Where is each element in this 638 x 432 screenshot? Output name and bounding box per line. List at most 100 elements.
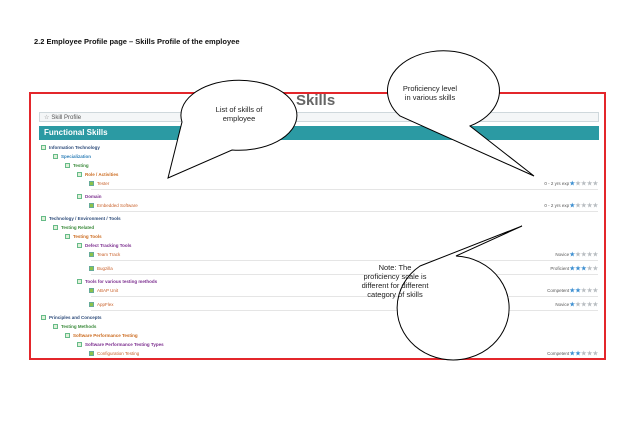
- collapse-box-icon: [53, 324, 58, 330]
- skill-profile-bar[interactable]: ☆Skill Profile: [39, 112, 599, 122]
- tree-node-spt-types[interactable]: Software Performance Testing Types: [77, 340, 164, 349]
- tree-node-specialization[interactable]: Specialization: [53, 152, 91, 161]
- star-empty-icon[interactable]: ★: [592, 265, 598, 273]
- star-empty-icon[interactable]: ★: [592, 301, 598, 309]
- tree-node-label: Principles and Concepts: [49, 315, 102, 320]
- collapse-box-icon: [77, 243, 82, 249]
- collapse-box-icon: [41, 216, 46, 222]
- collapse-box-icon: [41, 145, 46, 151]
- star-empty-icon[interactable]: ★: [574, 251, 581, 259]
- star-empty-icon[interactable]: ★: [586, 202, 593, 210]
- tree-leaf-label: ABAP Unit: [97, 288, 119, 293]
- star-filled-icon[interactable]: ★: [569, 180, 575, 188]
- row-divider: [91, 310, 598, 311]
- rating-bugzilla[interactable]: Proficient★★★★★: [550, 264, 598, 273]
- star-empty-icon[interactable]: ★: [580, 180, 587, 188]
- star-filled-icon[interactable]: ★: [569, 202, 575, 210]
- star-empty-icon[interactable]: ★: [574, 202, 581, 210]
- tree-node-label: Role / Activities: [85, 172, 119, 177]
- tree-leaf-tester[interactable]: Tester: [89, 179, 109, 188]
- rating-label: 0 - 2 yrs exp: [544, 203, 570, 208]
- tree-leaf-embedded-software[interactable]: Embedded Software: [89, 201, 138, 210]
- star-empty-icon[interactable]: ★: [586, 180, 593, 188]
- callout-proficiency-shape: [386, 50, 535, 177]
- collapse-box-icon: [65, 234, 70, 240]
- rating-label: Novice: [555, 302, 570, 307]
- tree-node-testing-related[interactable]: Testing Related: [53, 223, 94, 232]
- tree-node-tools-various-methods[interactable]: Tools for various testing methods: [77, 277, 157, 286]
- star-empty-icon[interactable]: ★: [586, 350, 593, 358]
- tree-node-label: Testing Related: [61, 225, 95, 230]
- star-filled-icon[interactable]: ★: [569, 301, 575, 309]
- tree-node-technology[interactable]: Technology / Environment / Tools: [41, 214, 121, 223]
- star-empty-icon[interactable]: ★: [592, 350, 598, 358]
- tree-node-domain[interactable]: Domain: [77, 192, 102, 201]
- collapse-box-icon: [65, 333, 70, 339]
- star-empty-icon[interactable]: ★: [586, 287, 593, 295]
- star-empty-icon[interactable]: ★: [586, 265, 593, 273]
- collapse-box-icon: [77, 172, 82, 178]
- rating-appflex[interactable]: Novice★★★★★: [555, 300, 598, 309]
- tree-node-testing[interactable]: Testing: [65, 161, 89, 170]
- skill-profile-label: Skill Profile: [51, 115, 82, 121]
- star-rating-icon: ★★★★★: [569, 180, 598, 187]
- skills-screenshot-frame: ☆Skill Profile Functional Skills Informa…: [29, 92, 606, 360]
- rating-label: 0 - 2 yrs exp: [544, 181, 570, 186]
- rating-abap-unit[interactable]: Competent★★★★★: [547, 286, 598, 295]
- tree-leaf-label: Tester: [97, 181, 110, 186]
- tree-node-testing-tools[interactable]: Testing Tools: [65, 232, 102, 241]
- star-filled-icon[interactable]: ★: [574, 350, 581, 358]
- tree-leaf-bugzilla[interactable]: Bugzilla: [89, 264, 113, 273]
- tree-leaf-team-track[interactable]: Team Track: [89, 250, 120, 259]
- callout-line: proficiency scale is: [363, 272, 427, 281]
- star-filled-icon[interactable]: ★: [569, 287, 575, 295]
- tree-node-principles[interactable]: Principles and Concepts: [41, 313, 102, 322]
- star-empty-icon[interactable]: ★: [580, 202, 587, 210]
- checkbox-icon: [89, 266, 94, 272]
- star-rating-icon: ★★★★★: [569, 202, 598, 209]
- star-filled-icon[interactable]: ★: [580, 265, 587, 273]
- tree-node-role-activities[interactable]: Role / Activities: [77, 170, 118, 179]
- star-filled-icon[interactable]: ★: [574, 287, 581, 295]
- tree-node-label: Defect Tracking Tools: [85, 243, 132, 248]
- star-rating-icon: ★★★★★: [569, 265, 598, 272]
- tree-node-label: Information Technology: [49, 145, 100, 150]
- star-empty-icon[interactable]: ★: [574, 301, 581, 309]
- tree-node-testing-methods[interactable]: Testing Methods: [53, 322, 96, 331]
- checkbox-icon: [89, 181, 94, 187]
- star-empty-icon[interactable]: ★: [586, 301, 593, 309]
- star-empty-icon[interactable]: ★: [574, 180, 581, 188]
- tree-leaf-appflex[interactable]: AppFlex: [89, 300, 114, 309]
- star-empty-icon[interactable]: ★: [592, 251, 598, 259]
- star-filled-icon[interactable]: ★: [569, 350, 575, 358]
- collapse-box-icon: [77, 279, 82, 285]
- tree-leaf-abap-unit[interactable]: ABAP Unit: [89, 286, 118, 295]
- star-filled-icon[interactable]: ★: [569, 265, 575, 273]
- tree-node-defect-tracking-tools[interactable]: Defect Tracking Tools: [77, 241, 131, 250]
- rating-embedded-software[interactable]: 0 - 2 yrs exp★★★★★: [544, 201, 598, 210]
- callout-list-of-skills: List of skills of employee: [194, 105, 284, 123]
- star-empty-icon[interactable]: ★: [586, 251, 593, 259]
- star-filled-icon[interactable]: ★: [569, 251, 575, 259]
- row-divider: [91, 274, 598, 275]
- star-empty-icon[interactable]: ★: [580, 287, 587, 295]
- star-empty-icon[interactable]: ★: [592, 202, 598, 210]
- tree-node-information-technology[interactable]: Information Technology: [41, 143, 100, 152]
- star-empty-icon[interactable]: ★: [580, 301, 587, 309]
- rating-label: Competent: [547, 351, 570, 356]
- callout-list-of-skills-shape: [167, 79, 298, 179]
- tree-node-software-performance-testing[interactable]: Software Performance Testing: [65, 331, 138, 340]
- star-rating-icon: ★★★★★: [569, 287, 598, 294]
- star-empty-icon[interactable]: ★: [592, 287, 598, 295]
- star-empty-icon[interactable]: ★: [580, 251, 587, 259]
- rating-configuration-testing[interactable]: Competent★★★★★: [547, 349, 598, 358]
- star-filled-icon[interactable]: ★: [574, 265, 581, 273]
- checkbox-icon: [89, 351, 94, 357]
- star-empty-icon[interactable]: ★: [592, 180, 598, 188]
- collapse-box-icon: [53, 225, 58, 231]
- rating-tester[interactable]: 0 - 2 yrs exp★★★★★: [544, 179, 598, 188]
- rating-team-track[interactable]: Novice★★★★★: [555, 250, 598, 259]
- row-divider: [91, 189, 598, 190]
- star-empty-icon[interactable]: ★: [580, 350, 587, 358]
- tree-leaf-configuration-testing[interactable]: Configuration Testing: [89, 349, 139, 358]
